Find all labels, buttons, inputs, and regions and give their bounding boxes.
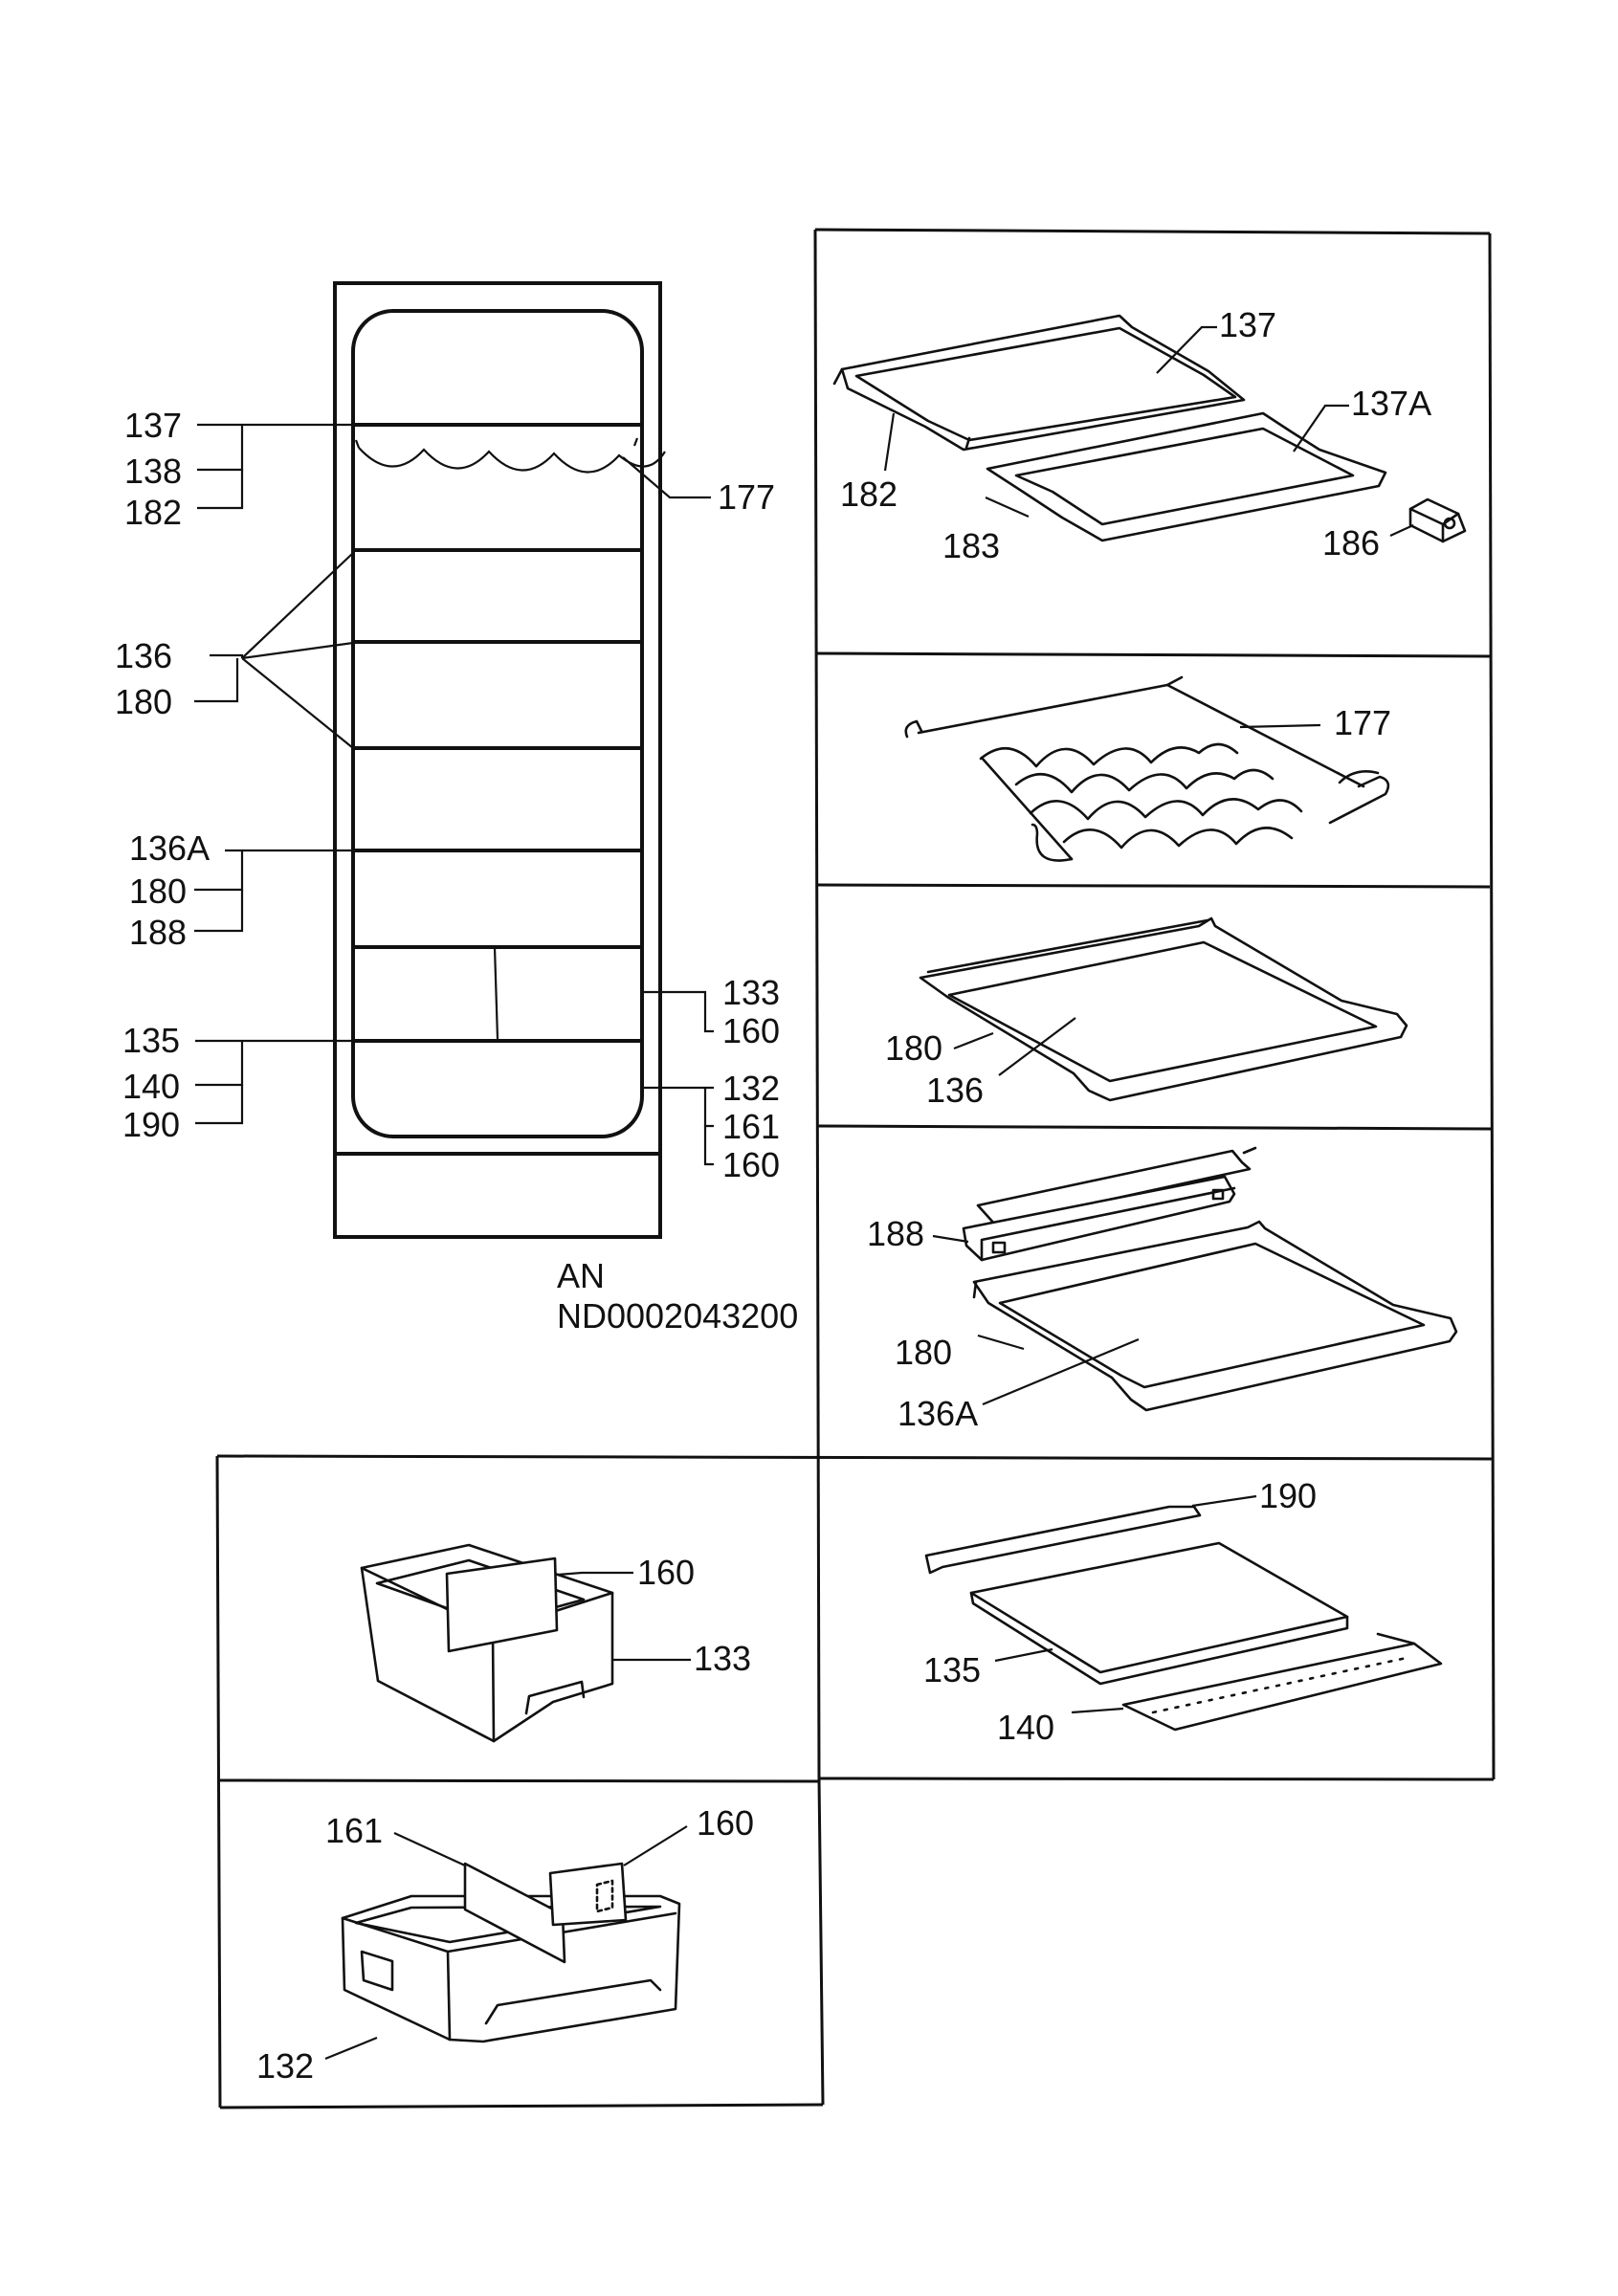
label-190: 190 (1259, 1476, 1317, 1515)
trim-140-drawing (1121, 1632, 1443, 1732)
label-140: 140 (997, 1708, 1054, 1747)
label-180: 180 (885, 1028, 942, 1068)
drawer-132-drawing (341, 1862, 681, 2043)
label-186: 186 (1322, 523, 1380, 563)
shelf-136-drawing (919, 916, 1408, 1102)
label-161: 161 (325, 1811, 383, 1850)
label-188: 188 (867, 1214, 924, 1253)
trim-188-drawing (962, 1146, 1257, 1262)
label-133: 133 (722, 973, 780, 1012)
label-160: 160 (722, 1011, 780, 1050)
label-140: 140 (122, 1067, 180, 1106)
label-132: 132 (722, 1069, 780, 1108)
label-180: 180 (895, 1333, 952, 1372)
label-182: 182 (124, 493, 182, 532)
label-136: 136 (115, 636, 172, 675)
label-161: 161 (722, 1107, 780, 1146)
label-132: 132 (256, 2046, 314, 2086)
label-138: 138 (124, 452, 182, 491)
panel-drawer-133: 160 133 (360, 1543, 751, 1743)
label-137: 137 (124, 406, 182, 445)
bottle-rack-177-drawing (904, 675, 1390, 862)
label-182: 182 (840, 475, 898, 514)
panel-drawer-132: 161 160 132 (256, 1803, 754, 2086)
label-160: 160 (697, 1803, 754, 1843)
label-180: 180 (129, 872, 187, 911)
drawer-133-drawing (360, 1543, 614, 1743)
shelf-137a-drawing (986, 411, 1387, 542)
label-183: 183 (942, 526, 1000, 565)
label-135: 135 (122, 1021, 180, 1060)
label-160: 160 (637, 1553, 695, 1592)
diagram-code-line-2: ND0002043200 (557, 1296, 798, 1336)
panel-top-shelf: 137 137A 182 183 186 (832, 305, 1467, 565)
label-177: 177 (718, 477, 775, 517)
cabinet-overview (333, 281, 666, 1239)
label-137a: 137A (1351, 384, 1431, 423)
clip-186-drawing (1408, 497, 1467, 543)
label-136a: 136A (898, 1394, 978, 1433)
label-180: 180 (115, 682, 172, 721)
shelf-137-drawing (832, 314, 1246, 452)
label-136a: 136A (129, 828, 210, 868)
label-188: 188 (129, 913, 187, 952)
label-160: 160 (722, 1145, 780, 1184)
label-190: 190 (122, 1105, 180, 1144)
panel-crisper-cover: 190 135 140 (923, 1476, 1443, 1747)
label-137: 137 (1219, 305, 1276, 344)
panel-bottle-rack: 177 (904, 675, 1391, 862)
diagram-code-line-1: AN (557, 1256, 605, 1295)
overview-leaders (194, 423, 714, 1166)
panel-glass-shelf-trim: 188 180 136A (867, 1146, 1458, 1433)
panel-glass-shelf: 180 136 (885, 916, 1408, 1110)
trim-190-drawing (924, 1505, 1202, 1575)
label-177: 177 (1334, 703, 1391, 742)
label-136: 136 (926, 1071, 984, 1110)
label-133: 133 (694, 1639, 751, 1678)
shelf-136a-drawing (972, 1220, 1458, 1412)
panel-frames (215, 228, 1496, 2109)
glass-135-drawing (969, 1541, 1349, 1686)
overview-labels: 137 138 182 177 136 180 136A 180 188 133… (115, 406, 798, 1336)
label-135: 135 (923, 1650, 981, 1689)
